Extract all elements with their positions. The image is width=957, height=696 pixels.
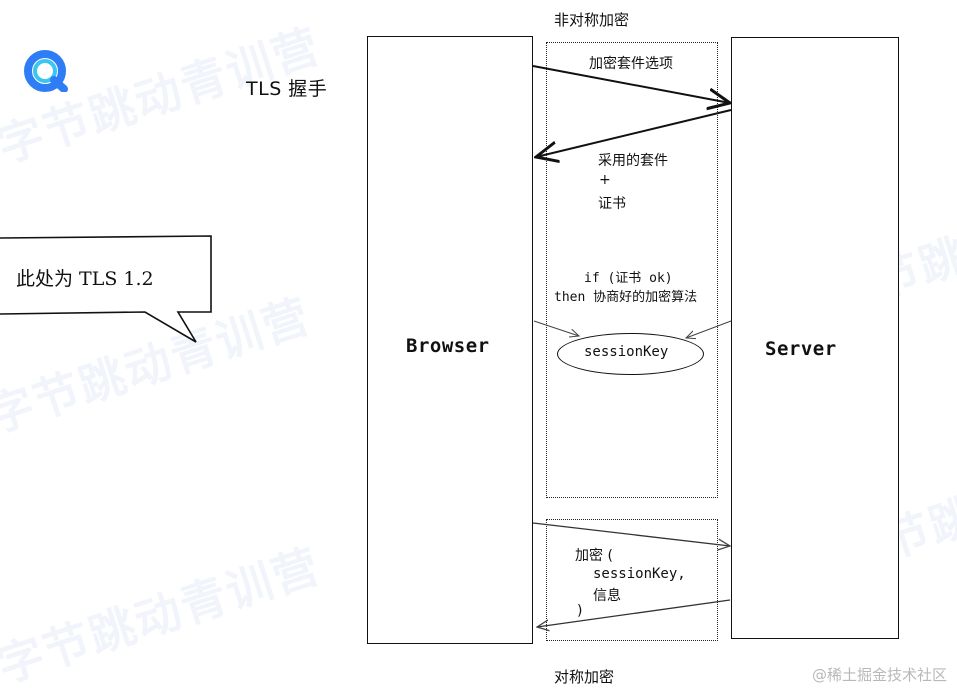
encrypt-line-4: ) <box>577 603 583 619</box>
arrow-client-hello <box>532 65 730 103</box>
encrypt-line-1: 加密 ( <box>575 548 613 564</box>
certificate-text: 证书 <box>598 196 626 212</box>
if-condition-text: if (证书 ok) <box>584 271 673 286</box>
server-label: Server <box>765 338 837 360</box>
asymmetric-region-label: 非对称加密 <box>554 11 630 29</box>
cipher-options-text: 加密套件选项 <box>589 56 673 72</box>
symmetric-region-label: 对称加密 <box>554 668 615 686</box>
session-key-ellipse <box>557 333 704 375</box>
arrow-encrypted-send <box>532 522 730 546</box>
arrow-server-to-session <box>686 320 732 338</box>
plus-sign-text: + <box>599 172 611 188</box>
adopted-suite-text: 采用的套件 <box>598 153 668 169</box>
source-credit: @稀土掘金技术社区 <box>811 666 947 684</box>
encrypt-line-3: 信息 <box>593 588 621 604</box>
arrow-browser-to-session <box>533 320 579 336</box>
asymmetric-encryption-region <box>546 42 718 498</box>
symmetric-encryption-region <box>546 519 718 641</box>
then-clause-text: then 协商好的加密算法 <box>554 290 698 305</box>
browser-label: Browser <box>406 335 490 357</box>
tls-version-callout <box>0 235 212 343</box>
encrypt-line-2: sessionKey, <box>593 566 686 582</box>
diagram-title: TLS 握手 <box>246 78 328 100</box>
arrow-encrypted-reply <box>537 599 731 627</box>
callout-text: 此处为 TLS 1.2 <box>16 268 154 290</box>
arrow-server-hello <box>536 109 732 157</box>
session-key-label: sessionKey <box>584 344 669 360</box>
browser-lifeline-box <box>367 36 533 644</box>
server-lifeline-box <box>731 37 899 639</box>
logo-icon <box>24 50 68 92</box>
